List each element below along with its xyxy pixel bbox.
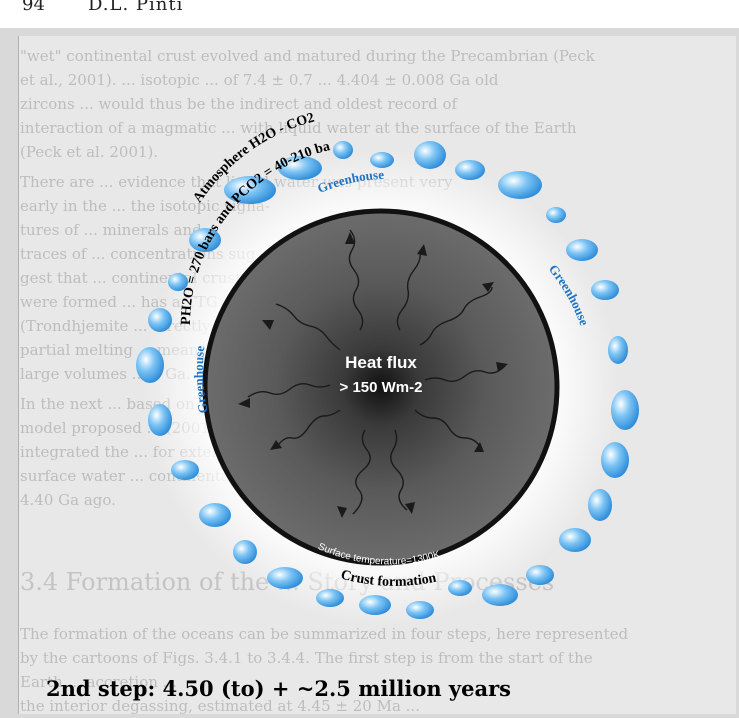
heat-arrow [396,249,422,331]
heat-arrow [247,382,331,398]
bleed-line: Earth ... accretion ... [20,673,177,691]
cloud [608,336,628,364]
heat-flux-arrows [247,229,506,515]
bleed-line: 4.40 Ga ago. [20,491,116,509]
cloud [588,489,612,521]
cloud [601,442,629,478]
heat-arrow [348,229,364,331]
bleed-line: the interior degassing, estimated at 4.4… [20,697,420,715]
cloud [448,580,472,596]
cloud [267,567,303,589]
heat-arrow [414,409,482,449]
cloud [498,171,542,199]
heat-arrow [275,409,341,449]
page-number: 94 [22,0,45,15]
bleed-line: The formation of the oceans can be summa… [20,625,629,643]
cloud [414,141,446,169]
cloud [148,404,172,436]
cloud [136,347,164,383]
arrow-head [262,320,274,330]
cloud-ring [136,141,639,619]
cloud [406,601,434,619]
arrow-head [238,398,250,408]
arrow-head [345,232,355,244]
page-header: 94 D.L. Pinti [0,0,739,28]
cloud [359,595,391,615]
cloud [168,273,188,291]
cloud [189,228,221,252]
cloud [559,528,591,552]
cloud [278,156,322,180]
bleed-line: et al., 2001). ... isotopic ... of 7.4 ±… [20,71,499,89]
earth-mantle [202,208,560,566]
cloud [455,160,485,180]
cloud [171,460,199,480]
cloud [591,280,619,300]
arrow-head [482,282,494,292]
arrow-head [337,506,347,518]
cloud [224,176,276,204]
greenhouse-label-left: Greenhouse [191,345,211,415]
heat-arrow [390,429,408,511]
bleed-line: (Peck et al. 2001). [20,143,159,161]
running-head: D.L. Pinti [88,0,184,15]
cloud [233,540,257,564]
bleed-line: tures of ... minerals and [20,221,202,239]
bleed-line: zircons ... would thus be the indirect a… [20,95,458,113]
arrow-head [496,362,508,372]
arrow-head [474,442,484,452]
heat-arrow [352,429,371,515]
bleed-line: interaction of a magmatic ... with liqui… [20,119,577,137]
heat-arrow [424,365,506,383]
heat-arrow [419,286,493,346]
cloud [199,503,231,527]
heat-arrow-heads [238,232,508,518]
heat-flux-label: Heat flux [345,353,417,372]
bleed-line: early in the ... the isotopic signa- [20,197,270,215]
arrow-head [417,244,427,256]
cloud [546,207,566,223]
cloud [611,390,639,430]
cloud [370,152,394,168]
cloud [566,239,598,261]
heat-flux-value: > 150 Wm-2 [340,379,423,396]
cloud [333,141,353,159]
cloud [526,565,554,585]
step-caption: 2nd step: 4.50 (to) + ~2.5 million years [46,676,511,701]
arrow-head [270,440,282,450]
cloud [482,584,518,606]
cloud [148,308,172,332]
bleed-line: "wet" continental crust evolved and matu… [20,47,595,65]
bleed-line: by the cartoons of Figs. 3.4.1 to 3.4.4.… [20,649,593,667]
heat-arrow [275,303,341,351]
arrow-head [405,502,415,514]
cloud [316,589,344,607]
